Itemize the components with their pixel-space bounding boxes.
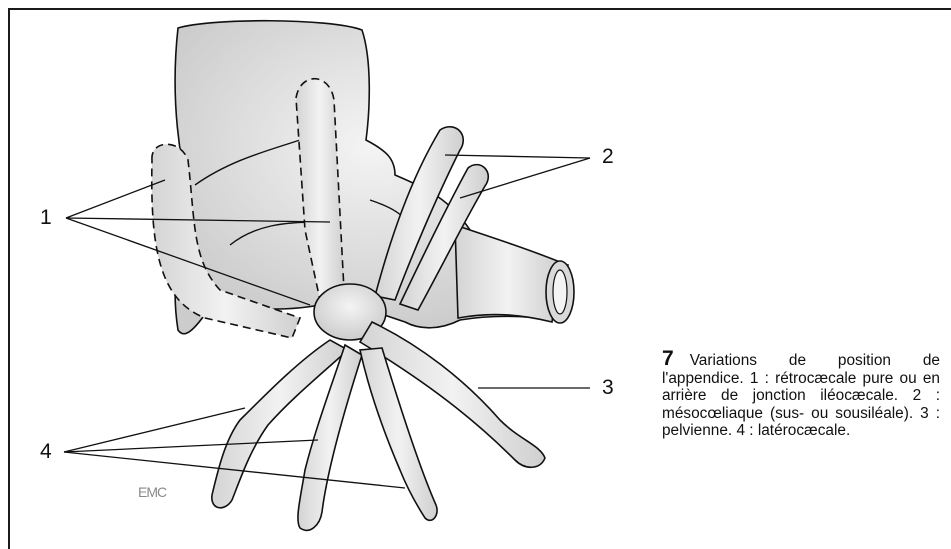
ileum: [455, 225, 560, 322]
caption-text: Variations de position de l'appendice. 1…: [662, 352, 940, 439]
label-2: 2: [602, 146, 614, 167]
figure-number: 7: [662, 347, 674, 370]
label-4: 4: [40, 441, 52, 462]
label-3: 3: [602, 377, 614, 398]
publisher-mark: EMC: [138, 484, 166, 500]
label-1: 1: [40, 207, 52, 228]
